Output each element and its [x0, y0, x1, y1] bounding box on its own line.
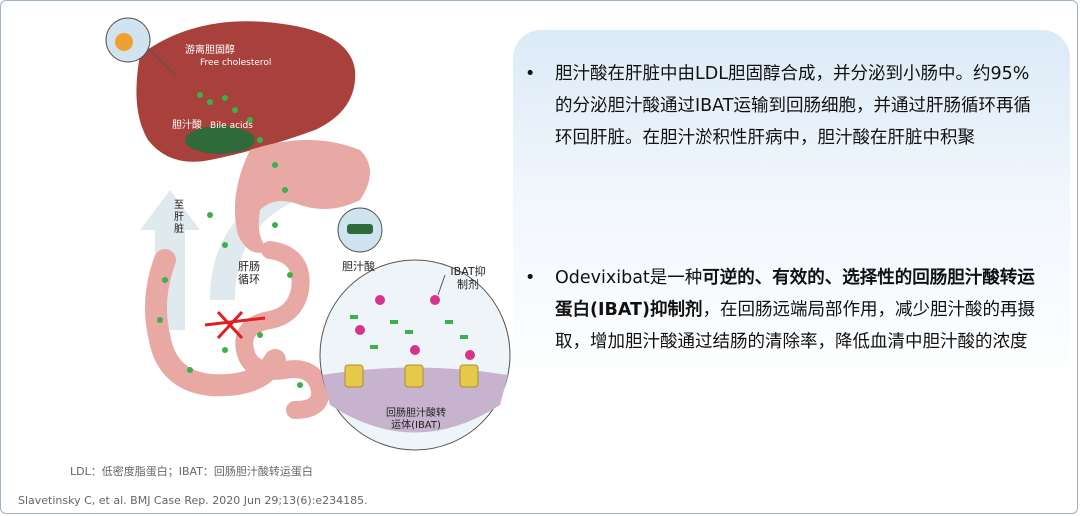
text-panel: • 胆汁酸在肝脏中由LDL胆固醇合成，并分泌到小肠中。约95%的分泌胆汁酸通过I… [513, 30, 1070, 400]
bullet-dot-icon: • [525, 268, 536, 288]
label-enterohepatic: 肝肠循环 [238, 260, 260, 287]
label-to-liver: 至肝脏 [174, 200, 184, 235]
ibat-transporters [344, 364, 479, 388]
cholesterol-droplet [115, 33, 133, 51]
label-bile-acid: 胆汁酸 [342, 260, 375, 273]
label-ibat-transporter: 回肠胆汁酸转运体(IBAT) [386, 408, 446, 431]
anatomy-figure [105, 17, 511, 451]
label-free-cholesterol-en: Free cholesterol [200, 58, 272, 68]
gallbladder-shape [185, 126, 255, 154]
bile-particles [157, 92, 303, 388]
label-bile-acids-en: Bile acids [210, 121, 253, 131]
zoom-pointer [147, 47, 176, 76]
small-intestine [235, 241, 330, 419]
label-bile-acids-cn: 胆汁酸 [172, 120, 202, 131]
bullet-text-2: Odevixibat是一种可逆的、有效的、选择性的回肠胆汁酸转运蛋白(IBAT)… [539, 262, 1039, 358]
bile-acid-molecules [350, 315, 468, 349]
bullet-item-1: • 胆汁酸在肝脏中由LDL胆固醇合成，并分泌到小肠中。约95%的分泌胆汁酸通过I… [525, 58, 1039, 154]
inhibitor-pointer [437, 274, 446, 296]
bullet-item-2: • Odevixibat是一种可逆的、有效的、选择性的回肠胆汁酸转运蛋白(IBA… [525, 262, 1039, 358]
liver-shape [136, 21, 356, 162]
bullet-2-end: ，在回肠远端局部作用，减少胆汁酸的再摄取，增加胆汁酸通过结肠的清除率，降低血清中… [555, 300, 1035, 352]
colon [145, 249, 286, 397]
abbreviation-footnote: LDL：低密度脂蛋白；IBAT：回肠胆汁酸转运蛋白 [70, 465, 313, 478]
ibat-inhibitor-molecules [355, 295, 475, 360]
stomach-shape [234, 140, 370, 253]
citation-text: Slavetinsky C, et al. BMJ Case Rep. 2020… [18, 494, 368, 507]
blocked-reuptake-mark [204, 310, 266, 340]
bullet-2-bold: 可逆的、有效的、选择性的回肠胆汁酸转运蛋白(IBAT)抑制剂 [555, 268, 1035, 320]
label-ibat-inhibitor: IBAT抑制剂 [450, 265, 486, 292]
bullet-2-start: Odevixibat是一种 [555, 268, 703, 288]
bile-acid-cluster [347, 224, 373, 234]
bullet-text-1: 胆汁酸在肝脏中由LDL胆固醇合成，并分泌到小肠中。约95%的分泌胆汁酸通过IBA… [555, 64, 1031, 148]
enterohepatic-illustration: 游离胆固醇 Free cholesterol 胆汁酸 Bile acids 至肝… [60, 0, 520, 460]
bullet-dot-icon: • [525, 64, 536, 84]
label-free-cholesterol-cn: 游离胆固醇 [185, 45, 235, 56]
